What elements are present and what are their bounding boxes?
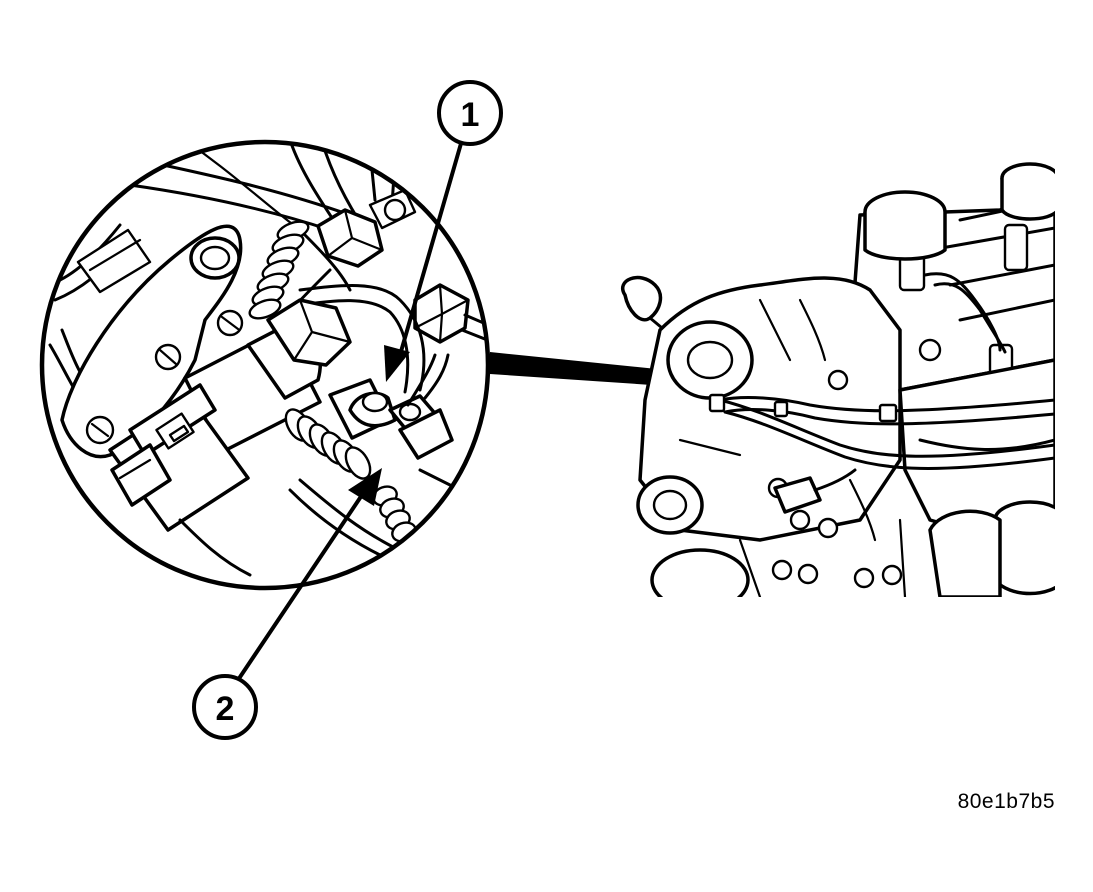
callout-2-arrowhead [348,468,382,506]
callout-1-circle [437,80,503,146]
callout-2-circle [192,674,258,740]
callout-1-label: 1 [461,96,480,134]
callout-1: 1 [384,80,503,382]
callout-1-arrowhead [384,345,410,382]
engine-overview [621,162,1055,597]
callout-2-label: 2 [216,690,235,728]
callout-1-leader-line [398,138,464,357]
figure-code: 80e1b7b5 [957,790,1055,813]
callout-2: 2 [192,468,382,740]
magnified-detail-view [39,139,491,591]
callout-2-leader-line [236,493,364,682]
